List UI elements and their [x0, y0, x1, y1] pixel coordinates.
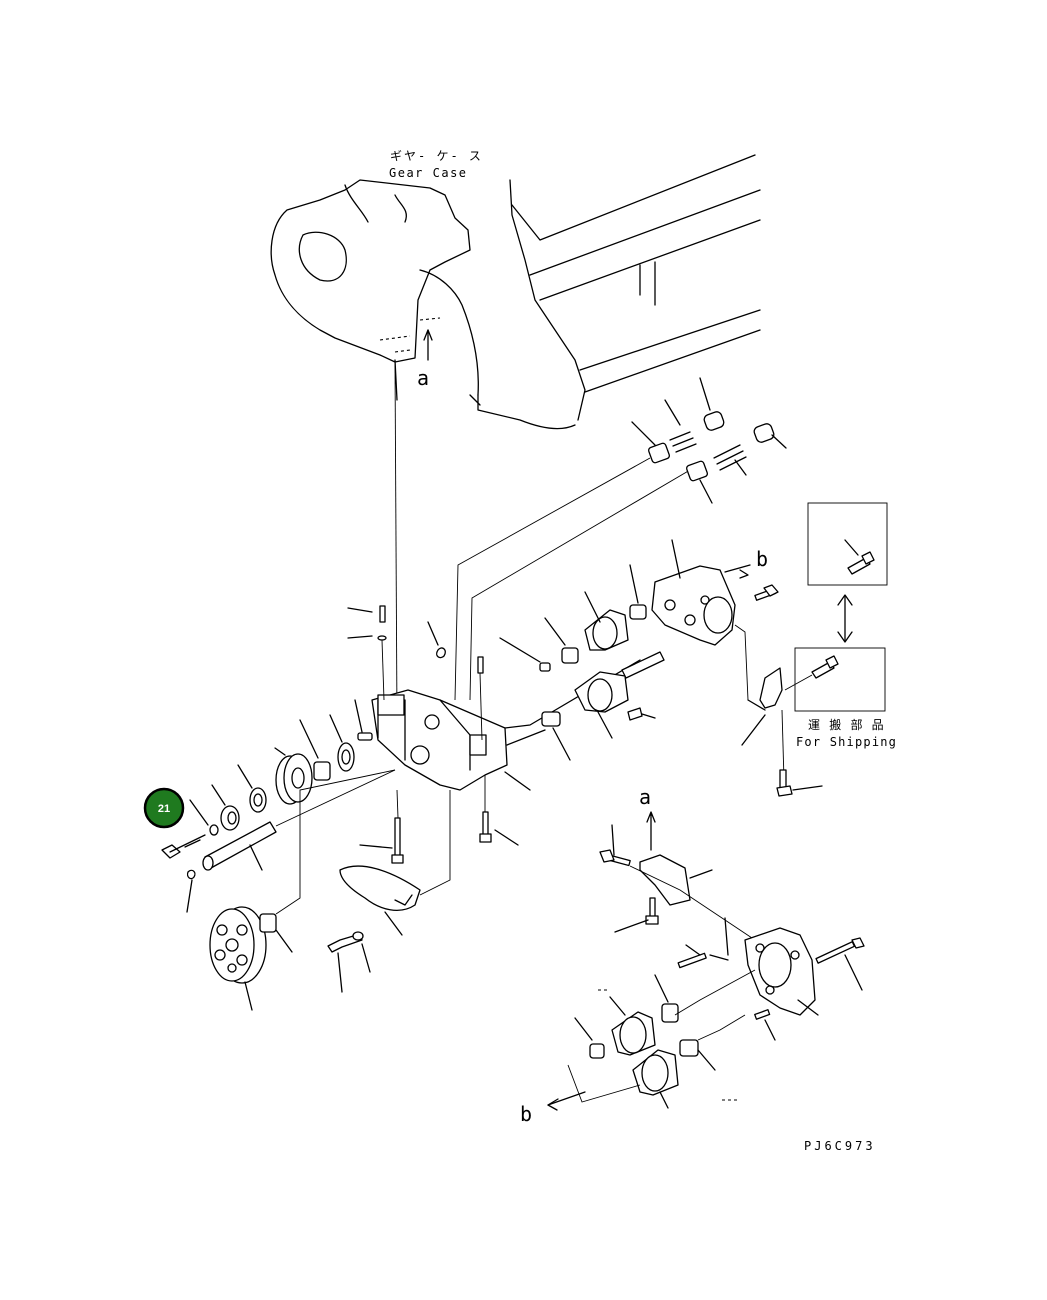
lower-gears [547, 969, 756, 1111]
ref-a-top: a [417, 366, 429, 390]
reference-line-vertical [394, 361, 398, 721]
ref-b-lower: b [520, 1102, 532, 1126]
ref-a-lower-arrow [646, 811, 656, 851]
ref-b-top: b [756, 547, 768, 571]
callout-21-badge[interactable] [143, 787, 185, 829]
drive-gear-stack [161, 714, 396, 913]
drawing-number: PJ6C973 [804, 1139, 876, 1153]
lower-bolts [327, 771, 531, 993]
gear-case [270, 154, 761, 430]
callout-21[interactable]: 21 [143, 787, 185, 829]
shipping-parts [784, 502, 888, 712]
large-gear [209, 769, 396, 1011]
pump-pins [347, 605, 551, 741]
lower-pump-cover [677, 917, 865, 1041]
lower-bracket [599, 824, 756, 941]
for-shipping-en-label: For Shipping [796, 735, 897, 749]
relief-valve-group [454, 377, 787, 701]
pump-body [371, 659, 641, 791]
bracket-right [741, 667, 823, 797]
pump-cover-upper [651, 539, 779, 711]
gear-case-en-label: Gear Case [389, 166, 468, 180]
idler-gears [541, 564, 665, 761]
cover-plate [339, 790, 451, 936]
callout-21-number: 21 [158, 803, 170, 815]
for-shipping-jp-label: 運 搬 部 品 [808, 717, 885, 732]
ref-a-lower: a [639, 785, 651, 809]
gear-case-jp-label: ギヤ- ケ- ス [390, 149, 483, 163]
